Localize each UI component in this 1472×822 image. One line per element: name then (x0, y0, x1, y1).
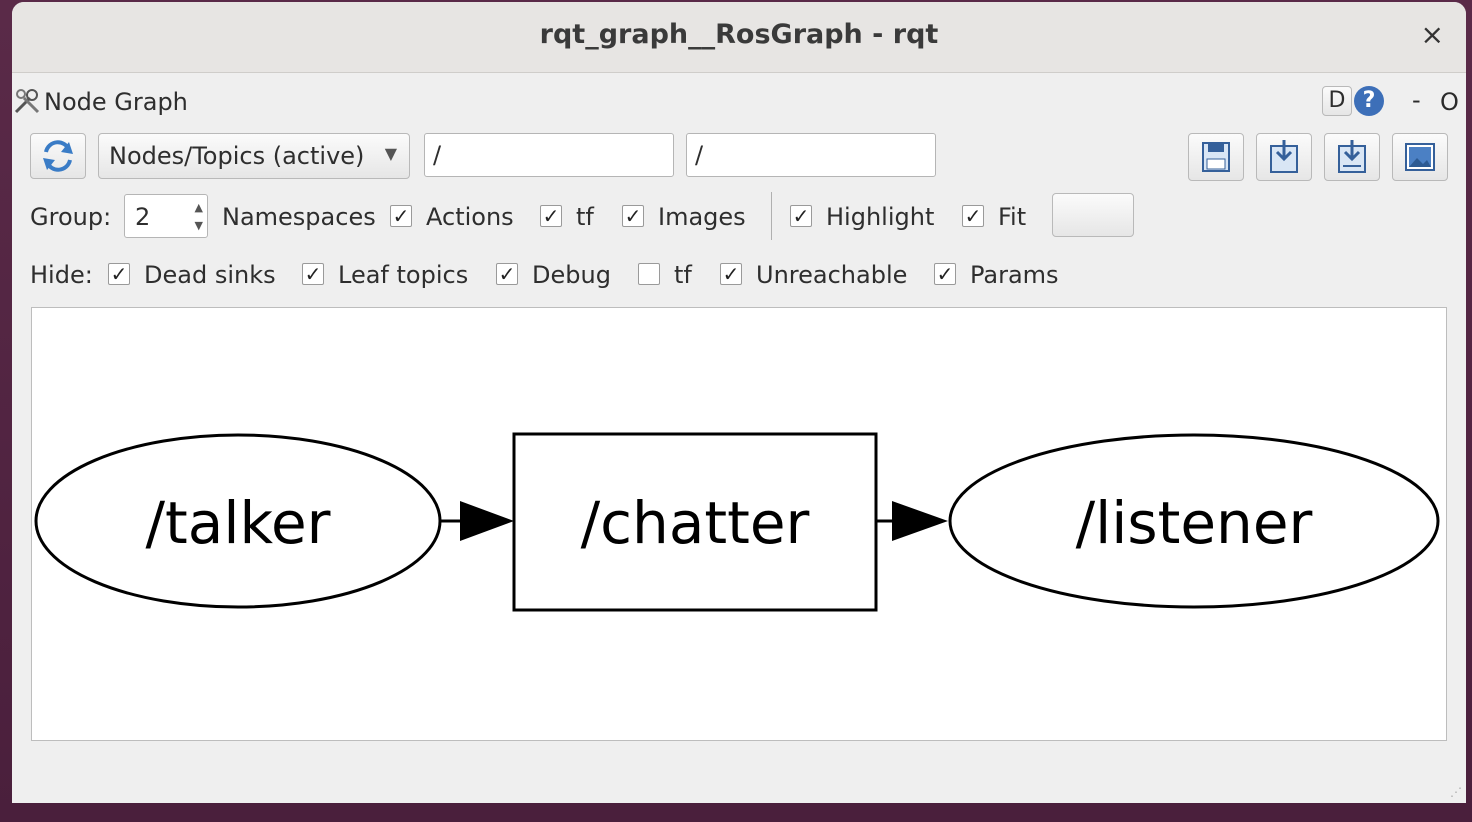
chevron-down-icon: ▼ (384, 144, 397, 163)
view-mode-combo[interactable]: Nodes/Topics (active) ▼ (98, 133, 410, 179)
group-label: Group: (30, 203, 112, 231)
float-button[interactable]: O (1440, 88, 1459, 116)
topic-label-chatter: /chatter (581, 489, 810, 557)
unreachable-label: Unreachable (756, 261, 908, 289)
node-label-listener: /listener (1076, 489, 1313, 557)
plugin-title: Node Graph (44, 88, 188, 116)
group-spinbox[interactable]: 2 ▲ ▼ (124, 194, 208, 238)
graph-canvas[interactable]: /talker /chatter /listener (31, 307, 1447, 741)
fit-label: Fit (998, 203, 1027, 231)
minimize-button[interactable]: - (1412, 86, 1421, 114)
window-title: rqt_graph__RosGraph - rqt (539, 19, 939, 50)
params-label: Params (970, 261, 1059, 289)
topic-filter-input[interactable]: / (686, 133, 936, 177)
save-svg-button[interactable] (1324, 133, 1380, 181)
save-dot-icon (1270, 140, 1298, 173)
topic-chatter[interactable] (512, 432, 878, 612)
actions-checkbox[interactable]: ✓ (540, 205, 562, 227)
node-listener[interactable] (948, 433, 1440, 609)
fit-view-button[interactable] (1052, 193, 1134, 237)
tf-label: tf (576, 203, 594, 231)
separator (771, 192, 772, 240)
load-dot-button[interactable] (1188, 133, 1244, 181)
leaf-topics-checkbox[interactable]: ✓ (302, 263, 324, 285)
actions-label: Actions (426, 203, 514, 231)
dead-sinks-checkbox[interactable]: ✓ (108, 263, 130, 285)
rqt-window: rqt_graph__RosGraph - rqt × Node Graph D… (12, 2, 1466, 803)
spin-up-icon[interactable]: ▲ (194, 201, 203, 214)
highlight-label: Highlight (826, 203, 935, 231)
arrowhead (892, 501, 948, 541)
save-dot-button[interactable] (1256, 133, 1312, 181)
node-label-talker: /talker (146, 489, 331, 557)
help-d-button[interactable]: D (1322, 86, 1352, 116)
save-image-icon (1405, 143, 1435, 171)
params-checkbox[interactable]: ✓ (934, 263, 956, 285)
leaf-topics-label: Leaf topics (338, 261, 469, 289)
refresh-icon (43, 140, 73, 172)
spin-down-icon[interactable]: ▼ (194, 219, 203, 232)
debug-checkbox[interactable]: ✓ (496, 263, 518, 285)
images-checkbox[interactable]: ✓ (622, 205, 644, 227)
arrowhead (460, 501, 514, 541)
view-mode-value: Nodes/Topics (active) (109, 142, 365, 170)
debug-label: Debug (532, 261, 611, 289)
help-icon[interactable]: ? (1354, 86, 1384, 116)
graph-svg: /talker /chatter /listener (34, 432, 1440, 612)
group-value: 2 (135, 203, 151, 231)
unreachable-checkbox[interactable]: ✓ (720, 263, 742, 285)
resize-grip-icon[interactable]: ⋰ (1450, 785, 1462, 799)
fit-checkbox[interactable]: ✓ (962, 205, 984, 227)
close-button[interactable]: × (1420, 18, 1444, 51)
node-filter-input[interactable]: / (424, 133, 674, 177)
highlight-checkbox[interactable]: ✓ (790, 205, 812, 227)
hide-label: Hide: (30, 261, 93, 289)
tools-icon (14, 89, 40, 114)
load-dot-icon (1202, 142, 1230, 172)
save-image-button[interactable] (1392, 133, 1448, 181)
save-svg-icon (1338, 140, 1366, 173)
namespaces-checkbox[interactable]: ✓ (390, 205, 412, 227)
hide-tf-label: tf (674, 261, 692, 289)
title-bar[interactable]: rqt_graph__RosGraph - rqt × (12, 2, 1466, 73)
refresh-button[interactable] (30, 133, 86, 179)
images-label: Images (658, 203, 746, 231)
dead-sinks-label: Dead sinks (144, 261, 276, 289)
namespaces-label: Namespaces (222, 203, 376, 231)
hide-tf-checkbox[interactable] (638, 263, 660, 285)
